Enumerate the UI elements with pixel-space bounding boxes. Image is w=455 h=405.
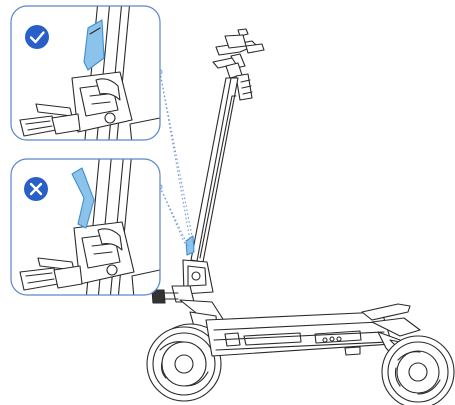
panel-correct-border <box>10 5 161 141</box>
scooter <box>146 28 455 405</box>
panel-incorrect <box>10 158 161 296</box>
deck <box>205 311 393 357</box>
panel-correct <box>10 5 161 141</box>
stem <box>190 77 239 263</box>
panel-incorrect-border <box>10 158 161 296</box>
callout-lines <box>159 71 193 247</box>
check-icon <box>25 25 49 49</box>
cross-icon <box>24 177 48 201</box>
handlebar <box>212 28 265 101</box>
rear-wheel <box>381 335 455 405</box>
fold-clamp <box>151 235 214 304</box>
front-wheel <box>146 326 222 402</box>
